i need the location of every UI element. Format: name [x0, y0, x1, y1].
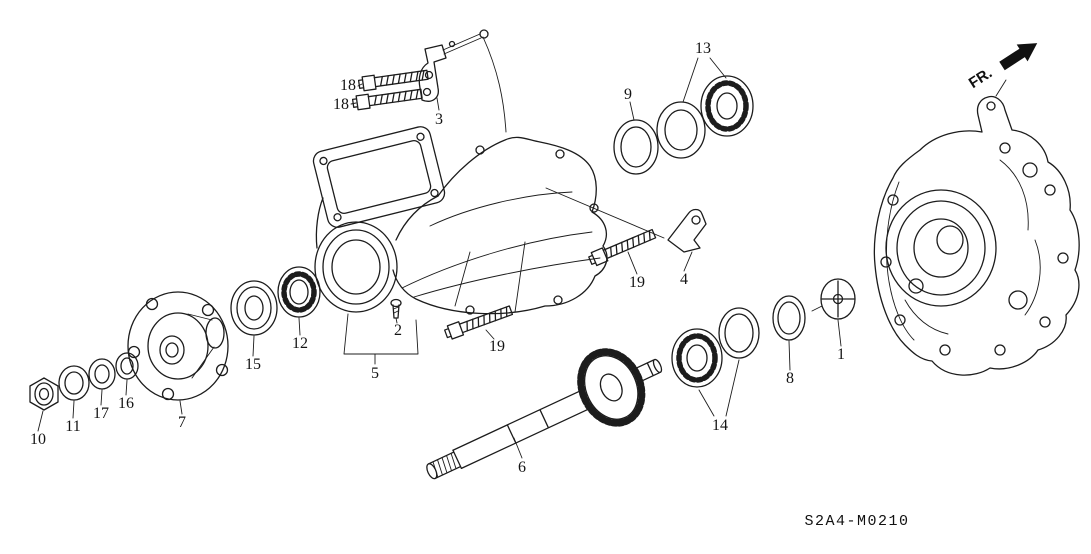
- ball-bearing-12: [277, 266, 321, 318]
- bearing-13-outer-race: [656, 101, 706, 159]
- leader-housing-to-bracket-4: [545, 187, 665, 239]
- part-label-18-lower: 18: [333, 96, 349, 113]
- diagram-code: S2A4-M0210: [804, 513, 909, 530]
- part-labels: 18 18 3 13 9 19 4 2 19 5 15 12 7 16 17 1…: [30, 40, 845, 476]
- part-label-11: 11: [65, 418, 80, 435]
- bolt-19-lower: [442, 302, 514, 342]
- leader-lines: [37, 57, 842, 459]
- fr-label: FR.: [966, 65, 996, 92]
- part-label-7: 7: [178, 414, 186, 431]
- washer-11: [58, 365, 90, 401]
- lock-nut-10: [29, 377, 59, 411]
- part-label-6: 6: [518, 459, 526, 476]
- harness-stay-rod: [442, 29, 507, 133]
- part-label-3: 3: [435, 111, 443, 128]
- part-label-1: 1: [837, 346, 845, 363]
- bearing-13-roller: [700, 75, 754, 137]
- fr-direction-indicator: [995, 43, 1038, 97]
- part-label-19-upper: 19: [629, 274, 645, 291]
- part-label-14: 14: [712, 417, 728, 434]
- part-label-13: 13: [695, 40, 711, 57]
- washer-17: [88, 358, 116, 390]
- washer-9: [613, 119, 659, 175]
- bolt-18-lower: [351, 86, 424, 111]
- part-label-4: 4: [680, 271, 688, 288]
- bolt-19-upper: [586, 226, 658, 268]
- bracket-4: [667, 208, 707, 253]
- output-shaft-6: [426, 348, 663, 480]
- part-label-15: 15: [245, 356, 261, 373]
- bracket-3: [418, 44, 447, 102]
- part-label-19-lower: 19: [489, 338, 505, 355]
- part-label-18-upper: 18: [340, 77, 356, 94]
- rear-case-half: [873, 95, 1080, 376]
- bolt-18-upper: [357, 67, 430, 92]
- oil-seal-15: [230, 280, 278, 336]
- washer-8: [772, 295, 806, 341]
- fr-arrow-icon: [999, 43, 1038, 71]
- part-label-10: 10: [30, 431, 46, 448]
- bearing-14-roller: [671, 328, 723, 388]
- part-label-5: 5: [371, 365, 379, 382]
- transfer-case-housing: [312, 126, 608, 315]
- speedometer-gear-1: [811, 278, 856, 320]
- washer-16: [115, 352, 139, 380]
- bearing-14-outer-race: [718, 307, 760, 359]
- part-label-16: 16: [118, 395, 134, 412]
- screw-2: [390, 298, 402, 319]
- companion-flange-7: [127, 291, 229, 401]
- part-label-17: 17: [93, 405, 109, 422]
- part-label-9: 9: [624, 86, 632, 103]
- part-label-12: 12: [292, 335, 308, 352]
- part-label-8: 8: [786, 370, 794, 387]
- part-label-2: 2: [394, 322, 402, 339]
